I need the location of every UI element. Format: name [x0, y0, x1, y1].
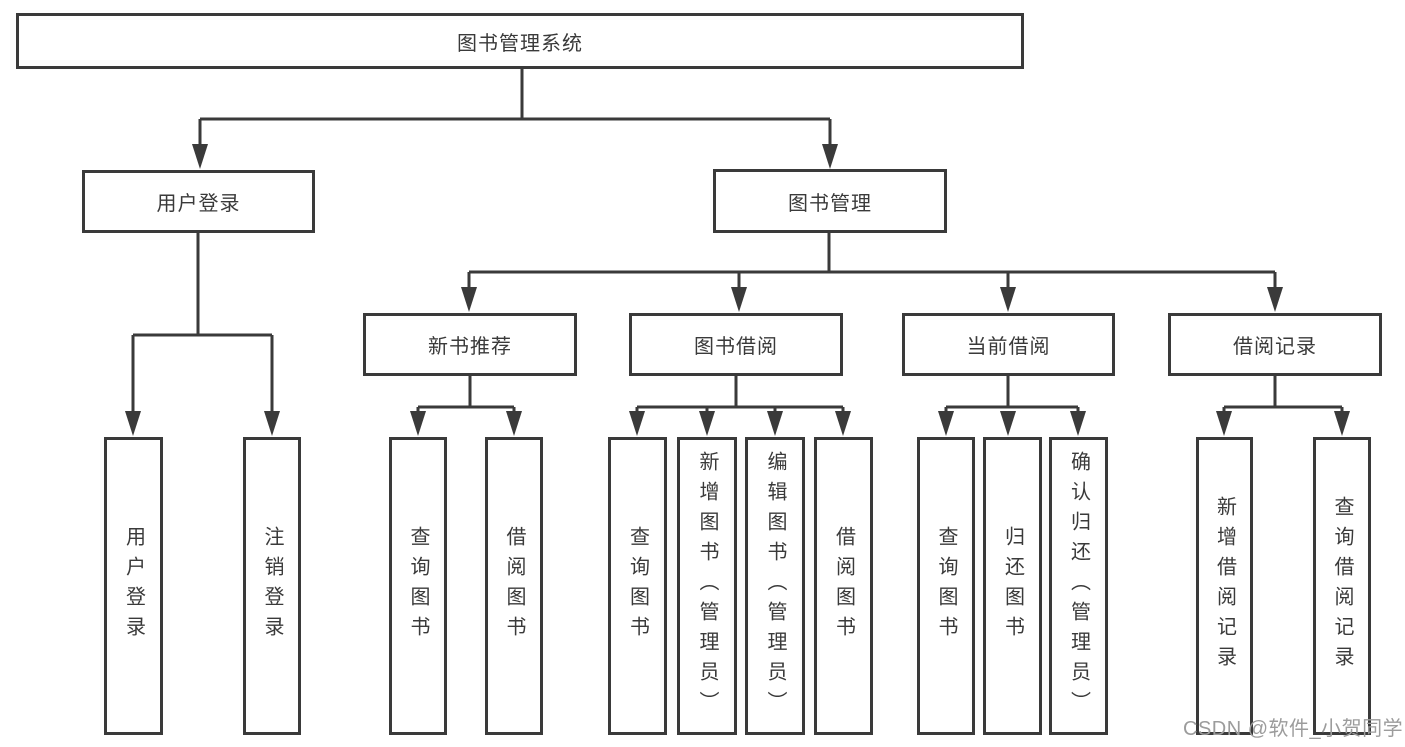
- node-current-borrow: 当前借阅: [902, 313, 1115, 376]
- node-label: 注销登录: [261, 526, 283, 646]
- connector-borrow-records-to-leaves: [1216, 376, 1350, 436]
- leaf-add-books-admin: 新增图书（管理员）: [677, 437, 737, 735]
- leaf-borrow-books: 借阅图书: [814, 437, 873, 735]
- node-label: 新增图书（管理员）: [696, 451, 718, 721]
- leaf-query-books: 查询图书: [608, 437, 667, 735]
- node-book-management: 图书管理: [713, 169, 947, 233]
- leaf-add-borrow-record: 新增借阅记录: [1196, 437, 1253, 735]
- node-label: 借阅记录: [1233, 336, 1317, 358]
- connector-user-login-to-leaves: [125, 233, 280, 436]
- node-label: 查询图书: [407, 526, 429, 646]
- leaf-return-books: 归还图书: [983, 437, 1042, 735]
- node-label: 图书借阅: [694, 336, 778, 358]
- node-label: 编辑图书（管理员）: [764, 451, 786, 721]
- node-book-borrow: 图书借阅: [629, 313, 843, 376]
- connector-root-to-level2: [192, 69, 838, 169]
- leaf-logout: 注销登录: [243, 437, 301, 735]
- node-label: 图书管理: [788, 192, 872, 215]
- connector-new-book-recommend-to-leaves: [410, 376, 522, 436]
- node-label: 当前借阅: [966, 336, 1051, 358]
- node-label: 查询图书: [626, 526, 649, 646]
- connector-book-borrow-to-leaves: [629, 376, 851, 436]
- node-borrow-records: 借阅记录: [1168, 313, 1382, 376]
- connector-current-borrow-to-leaves: [938, 376, 1086, 436]
- node-label: 查询借阅记录: [1331, 496, 1353, 676]
- leaf-borrow-books: 借阅图书: [485, 437, 543, 735]
- leaf-user-login: 用户登录: [104, 437, 163, 735]
- node-new-book-recommend: 新书推荐: [363, 313, 577, 376]
- node-label: 确认归还（管理员）: [1067, 451, 1090, 721]
- node-label: 借阅图书: [503, 526, 525, 646]
- node-label: 借阅图书: [832, 526, 855, 646]
- leaf-query-books: 查询图书: [917, 437, 975, 735]
- node-label: 用户登录: [156, 193, 241, 215]
- node-label: 用户登录: [122, 526, 145, 646]
- node-label: 新增借阅记录: [1213, 496, 1236, 676]
- connector-book-management-to-level3: [461, 233, 1283, 312]
- node-label: 查询图书: [935, 526, 957, 646]
- leaf-query-borrow-record: 查询借阅记录: [1313, 437, 1371, 735]
- node-label: 图书管理系统: [457, 32, 583, 55]
- leaf-query-books: 查询图书: [389, 437, 447, 735]
- node-library-management-system: 图书管理系统: [16, 13, 1024, 69]
- node-label: 新书推荐: [428, 336, 512, 358]
- leaf-edit-books-admin: 编辑图书（管理员）: [745, 437, 805, 735]
- leaf-confirm-return-admin: 确认归还（管理员）: [1049, 437, 1108, 735]
- node-label: 归还图书: [1001, 526, 1024, 646]
- node-user-login: 用户登录: [82, 170, 315, 233]
- csdn-watermark: CSDN @软件_小贺同学: [1183, 718, 1404, 740]
